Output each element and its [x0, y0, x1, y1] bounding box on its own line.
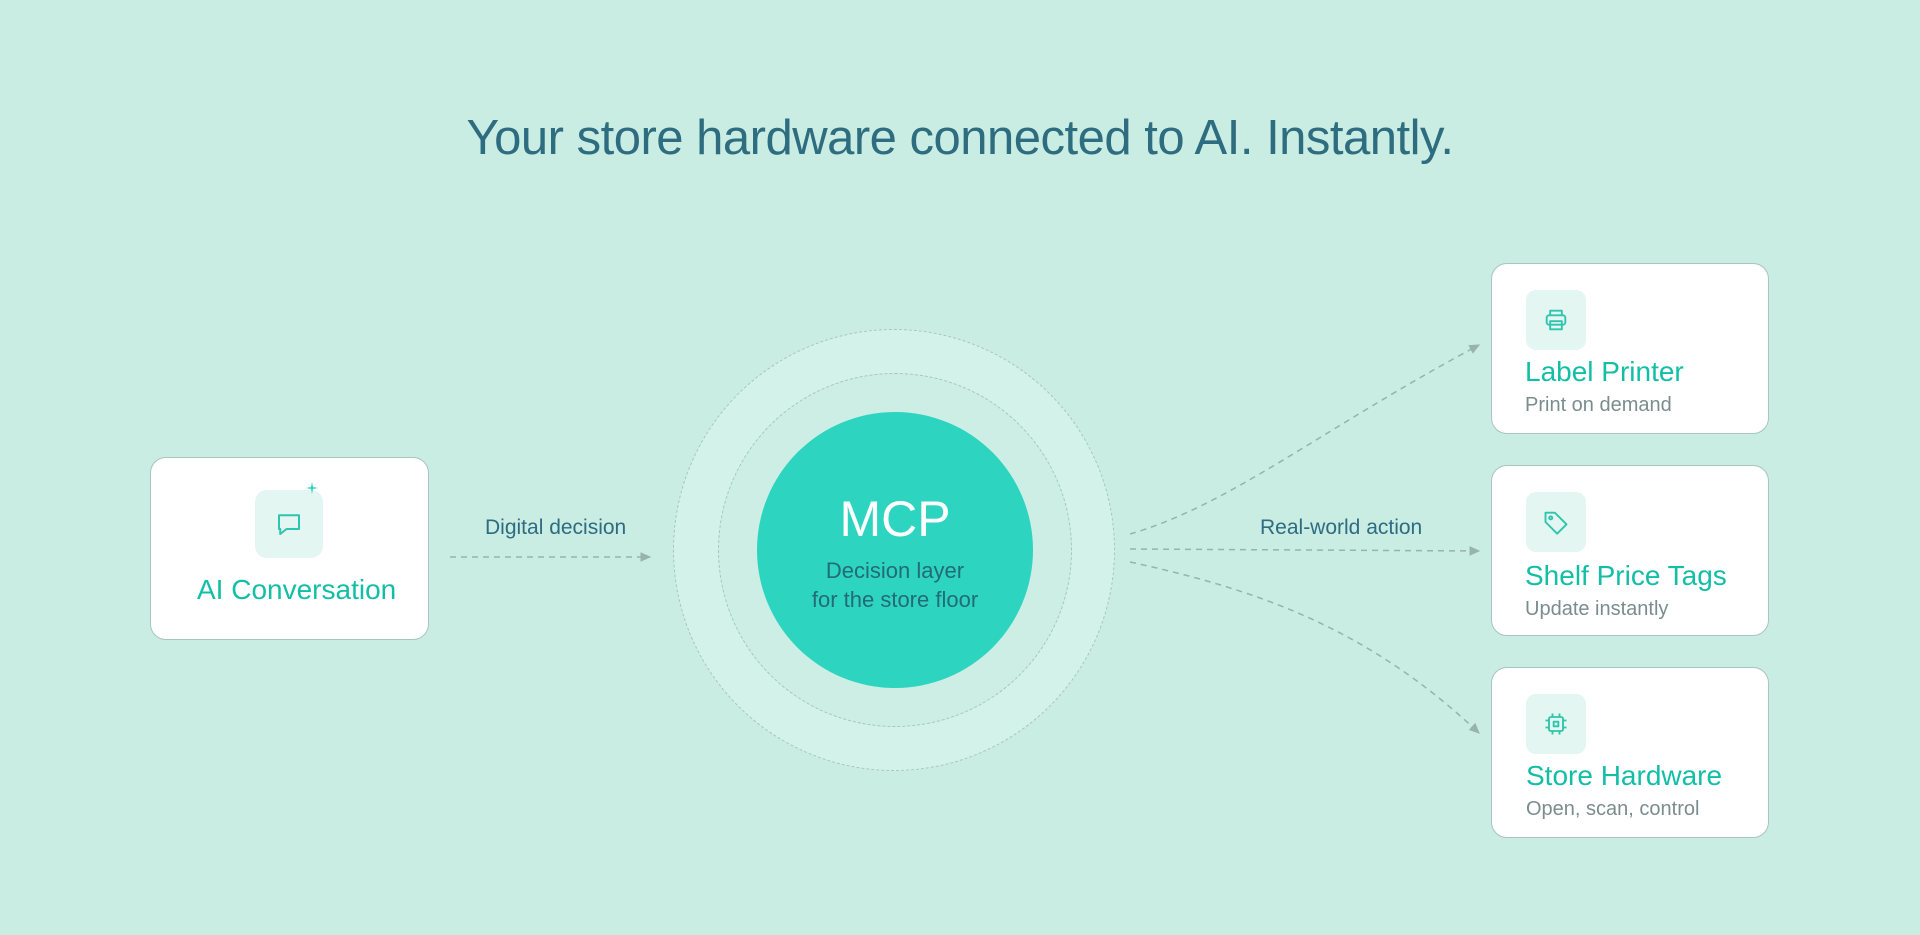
price-tag-icon — [1526, 492, 1586, 552]
shelf-price-tags-title: Shelf Price Tags — [1525, 560, 1727, 591]
printer-icon — [1526, 290, 1586, 350]
label-printer-subtitle: Print on demand — [1525, 394, 1672, 416]
label-printer-card: Label Printer Print on demand — [1491, 263, 1769, 434]
store-hardware-card: Store Hardware Open, scan, control — [1491, 667, 1769, 838]
shelf-price-tags-card: Shelf Price Tags Update instantly — [1491, 465, 1769, 636]
label-printer-title: Label Printer — [1525, 356, 1684, 387]
hub-subtitle-line-2: for the store floor — [811, 587, 979, 612]
store-hardware-title: Store Hardware — [1526, 760, 1723, 791]
hub-subtitle-line-1: Decision layer — [825, 558, 965, 583]
output-arrow-middle — [1129, 546, 1481, 556]
input-flow-label: Digital decision — [485, 516, 627, 539]
output-flow-label: Real-world action — [1260, 516, 1423, 539]
chip-icon — [1526, 694, 1586, 754]
store-hardware-subtitle: Open, scan, control — [1526, 798, 1700, 820]
mcp-hub — [757, 412, 1033, 688]
ai-conversation-card: AI Conversation — [150, 457, 429, 640]
chat-bubble-icon — [255, 490, 323, 558]
output-arrow-bottom — [1129, 561, 1480, 734]
page-title: Your store hardware connected to AI. Ins… — [466, 111, 1454, 165]
output-arrow-top — [1129, 344, 1481, 535]
shelf-price-tags-subtitle: Update instantly — [1525, 598, 1669, 620]
sparkle-icon — [306, 482, 318, 494]
ai-conversation-title: AI Conversation — [197, 574, 397, 605]
hub-subtitle: Decision layer for the store floor — [757, 556, 1033, 614]
hub-title: MCP — [839, 491, 951, 547]
